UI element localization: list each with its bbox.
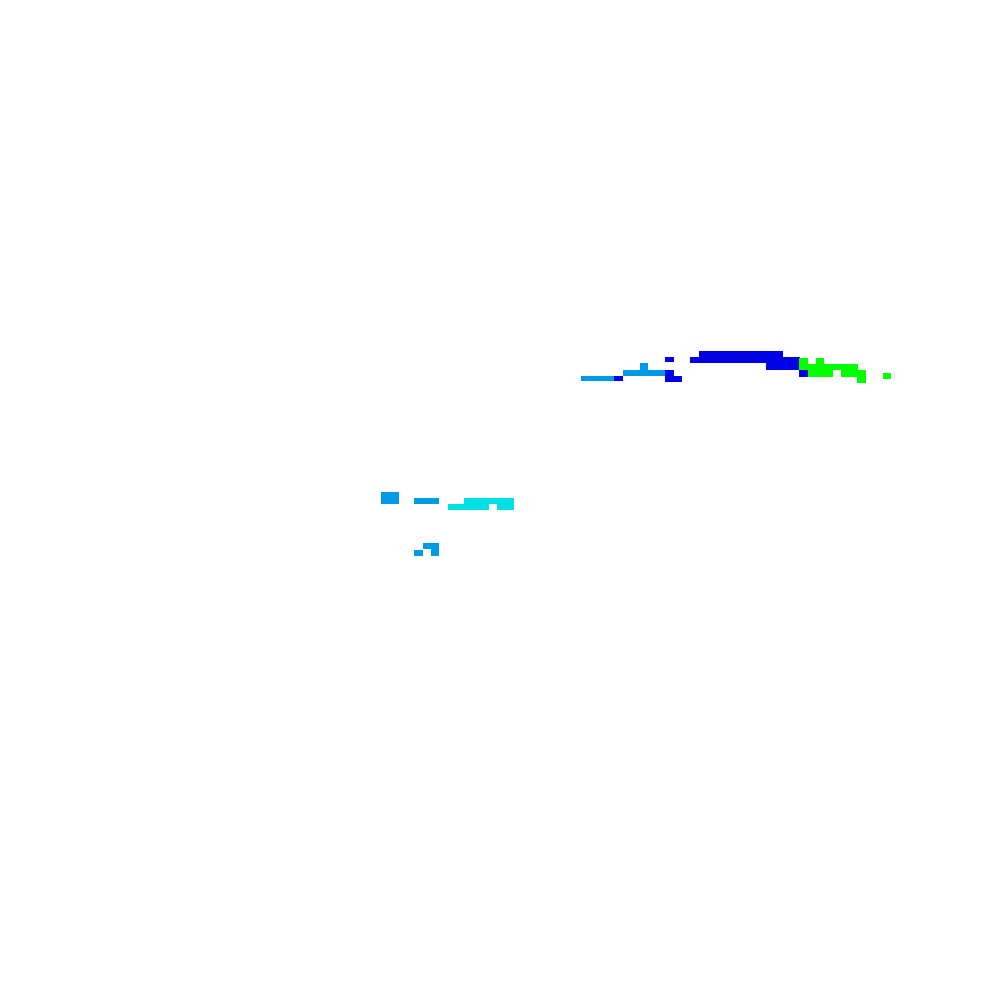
green-segment <box>857 376 866 383</box>
light-blue-segment <box>640 363 648 370</box>
light-blue-segment <box>381 492 399 504</box>
dark-blue-segment <box>672 376 682 382</box>
light-blue-segment <box>423 543 439 549</box>
dark-blue-segment <box>690 357 702 363</box>
dark-blue-segment <box>799 370 808 377</box>
green-segment <box>804 364 858 370</box>
cyan-segment <box>497 504 514 510</box>
dark-blue-segment <box>665 357 674 362</box>
light-blue-segment <box>581 376 617 381</box>
cyan-segment <box>464 498 514 504</box>
dark-blue-segment <box>614 376 623 381</box>
green-segment <box>808 370 833 377</box>
dark-blue-segment <box>665 370 674 382</box>
green-segment <box>799 358 808 370</box>
green-segment <box>816 358 824 364</box>
green-segment <box>883 373 891 379</box>
dark-blue-segment <box>699 351 783 363</box>
light-blue-segment <box>414 550 423 556</box>
light-blue-segment <box>431 549 439 556</box>
dark-blue-segment <box>766 357 800 370</box>
green-segment <box>841 370 866 377</box>
light-blue-segment <box>623 370 667 376</box>
cyan-segment <box>448 504 489 510</box>
light-blue-segment <box>414 498 439 504</box>
